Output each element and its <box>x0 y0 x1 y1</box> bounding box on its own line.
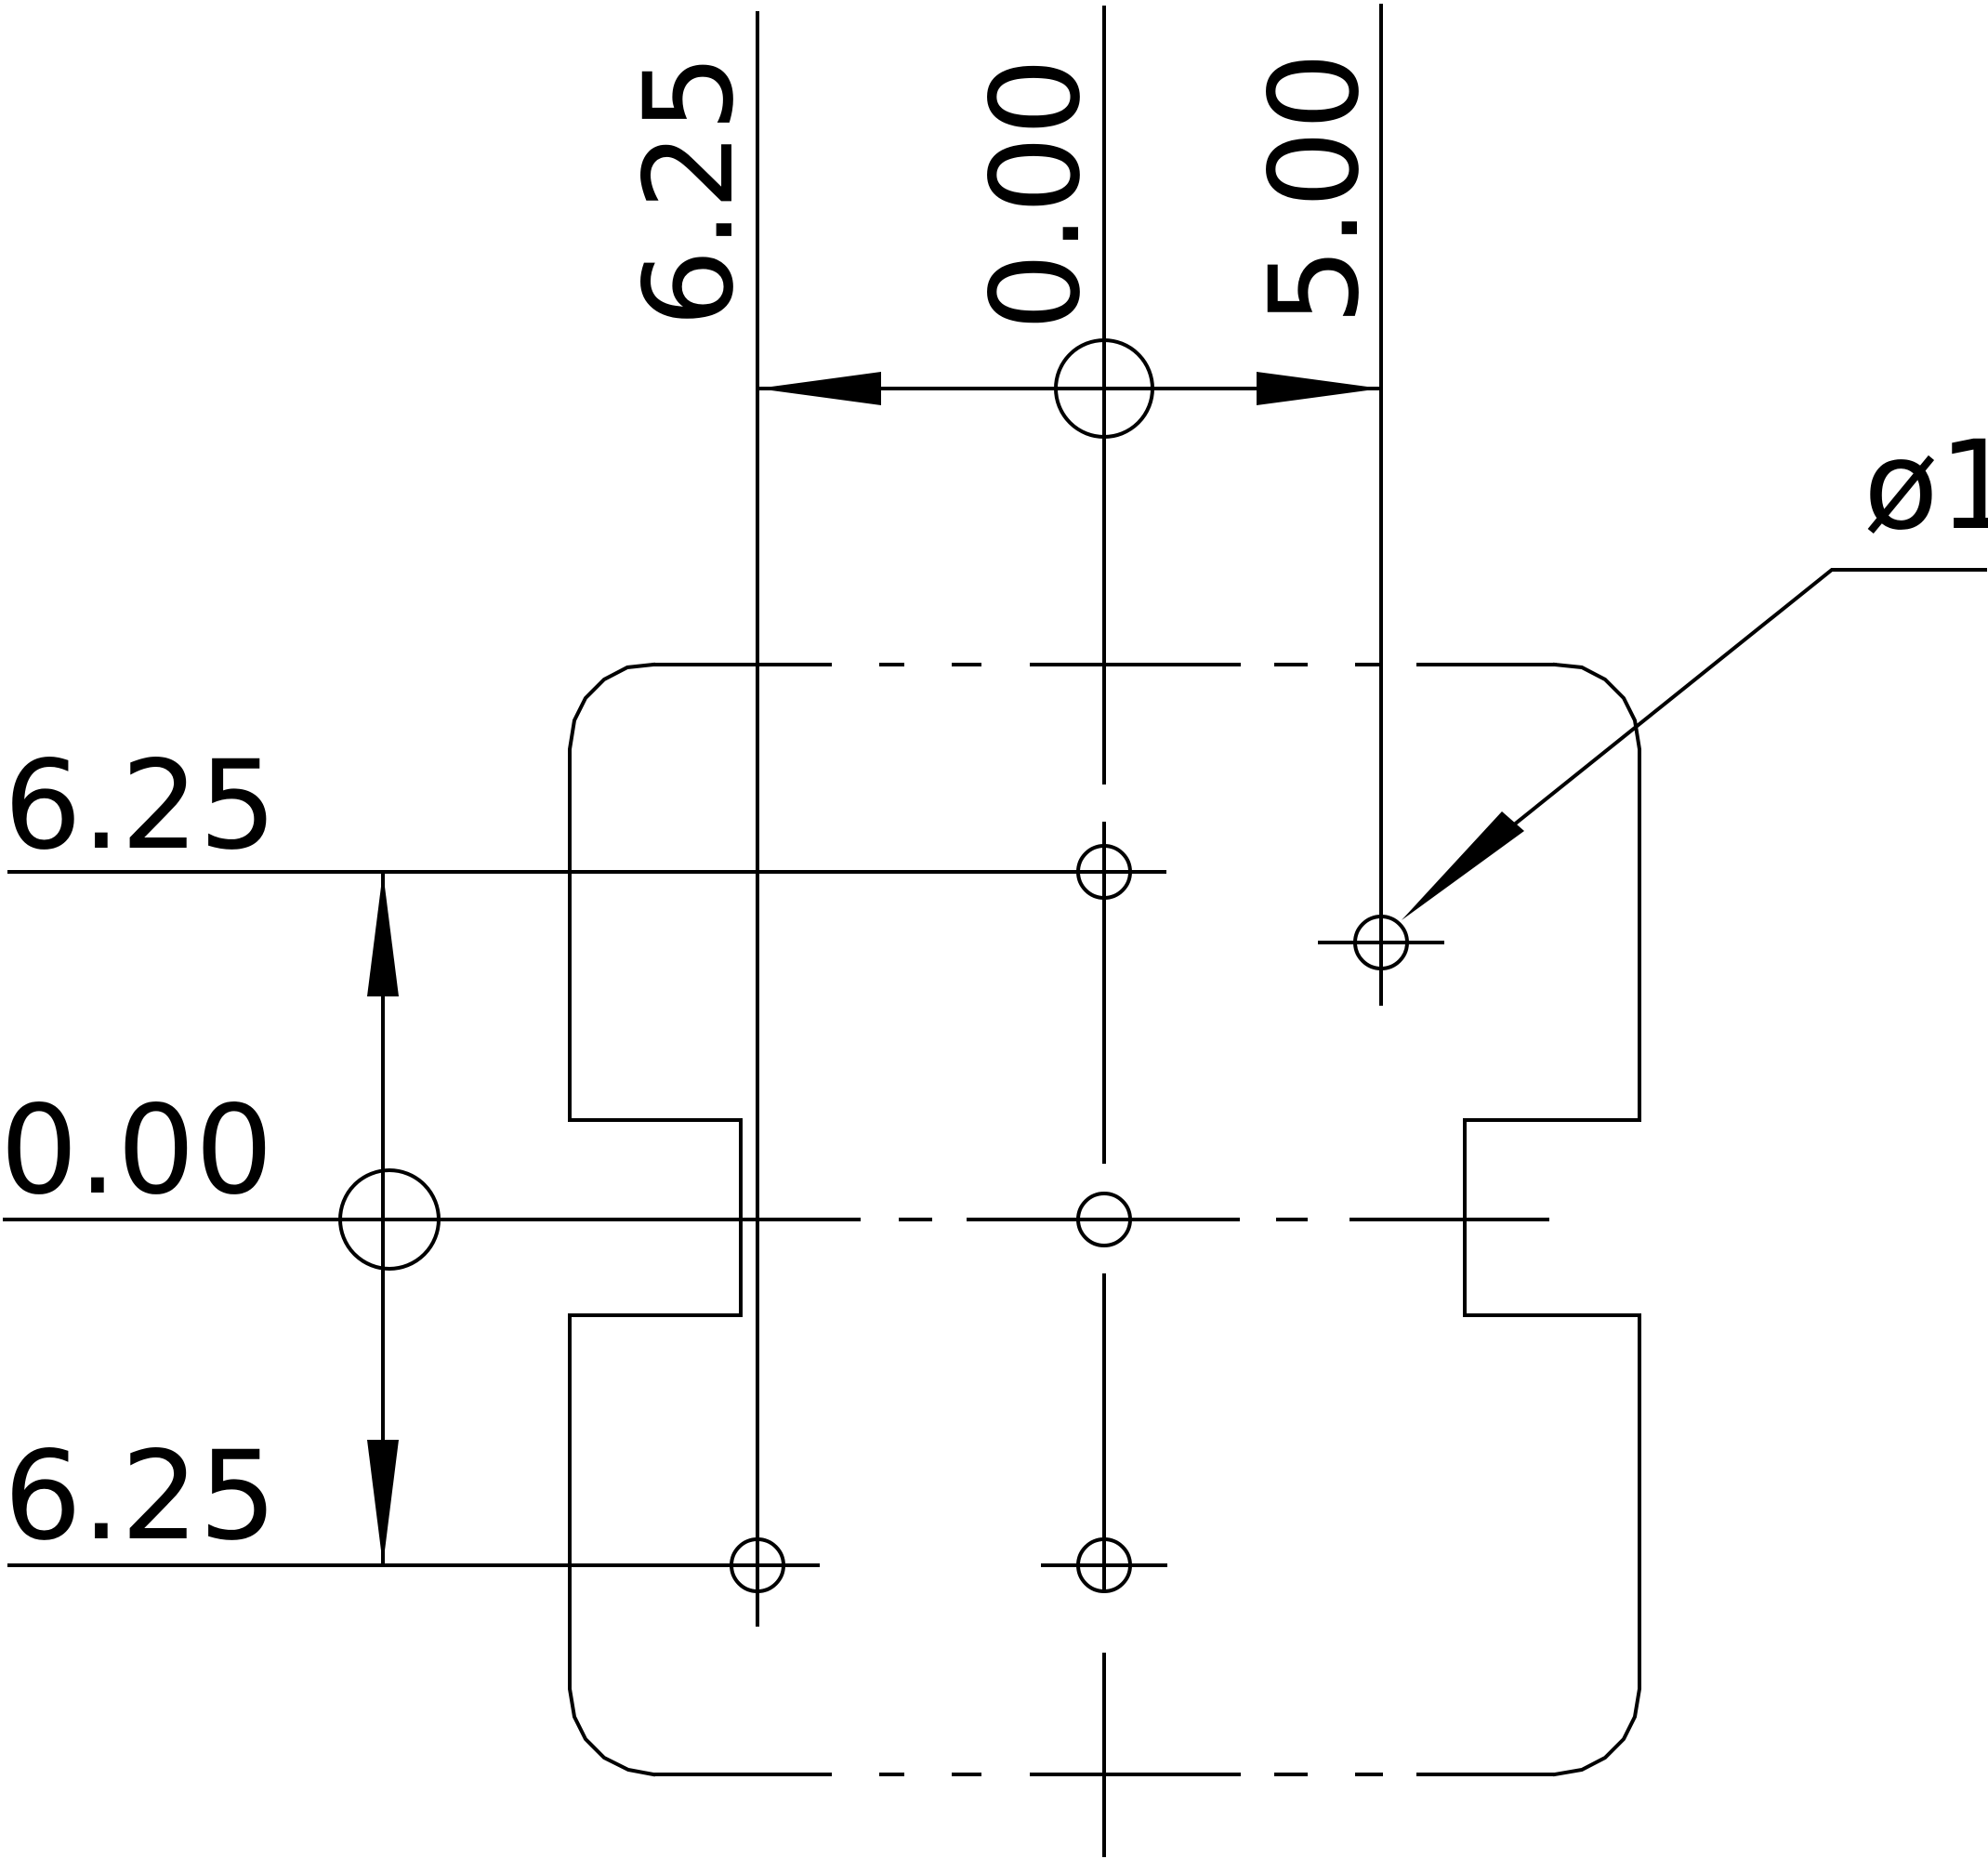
dimension-arrow-top <box>367 872 399 996</box>
dim-text-x-center: 0.00 <box>965 58 1108 331</box>
dimension-arrow-bottom <box>367 1440 399 1565</box>
dimension-arrow-right <box>1257 372 1381 405</box>
diameter-leader-arrow <box>1402 811 1524 920</box>
hole-mark <box>730 1537 785 1593</box>
dim-text-y-center: 0.00 <box>0 1079 273 1222</box>
dim-text-x-right: 5.00 <box>1244 52 1387 325</box>
hole-mark <box>1076 844 1132 900</box>
hole-mark <box>1076 1192 1132 1247</box>
hole-crosshairs <box>1041 941 1444 1567</box>
dim-text-y-bottom: 6.25 <box>4 1425 277 1568</box>
diameter-callout: ø1 <box>1863 415 1988 558</box>
dimension-arrow-left <box>757 372 881 405</box>
datum-circle-y <box>338 1168 441 1271</box>
dim-text-x-left: 6.25 <box>618 54 761 327</box>
dim-text-y-top: 6.25 <box>4 734 277 877</box>
diameter-leader-line <box>1510 568 1987 828</box>
